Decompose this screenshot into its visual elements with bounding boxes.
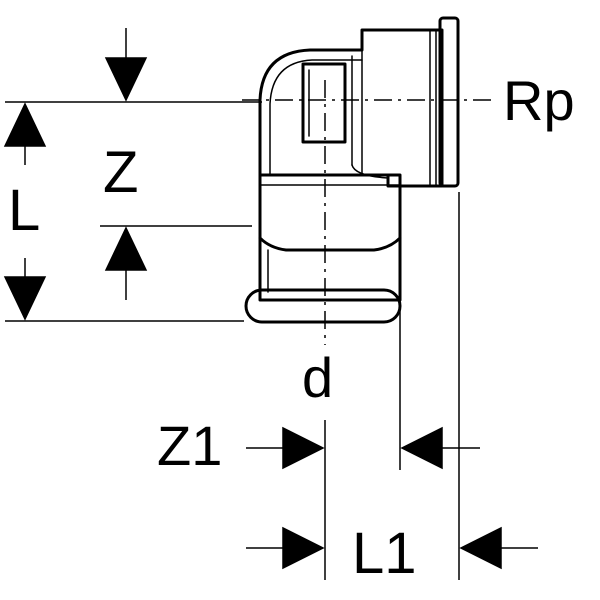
l1-arrow-right-head (459, 526, 502, 570)
press-socket-shoulder (258, 236, 402, 252)
z-arrow-top-head (104, 57, 148, 102)
elbow-outer-contour (258, 28, 444, 188)
press-bead (244, 288, 402, 324)
inspection-window (301, 62, 347, 144)
elbow-inner-contour (269, 59, 363, 176)
l1-arrow-left-head (282, 526, 325, 570)
z1-arrow-left-head (282, 426, 325, 470)
extension-lines (5, 101, 460, 580)
l-arrow-bottom-head (3, 276, 47, 321)
dimension-arrows (3, 28, 538, 570)
dimension-label-z: Z (103, 140, 139, 205)
elbow-fitting (244, 16, 460, 324)
dimension-label-z1: Z1 (157, 414, 223, 477)
l-arrow-top-head (3, 102, 47, 147)
thread-size-label-rp: Rp (503, 69, 575, 132)
dimension-label-l: L (8, 178, 41, 243)
centre-lines (242, 80, 495, 345)
dimension-label-l1: L1 (352, 521, 417, 586)
diameter-label-d: d (302, 346, 334, 409)
z1-arrow-right-head (400, 426, 443, 470)
thread-flange (438, 16, 460, 188)
z-arrow-bottom-head (104, 226, 148, 271)
press-socket-upper (258, 173, 402, 302)
